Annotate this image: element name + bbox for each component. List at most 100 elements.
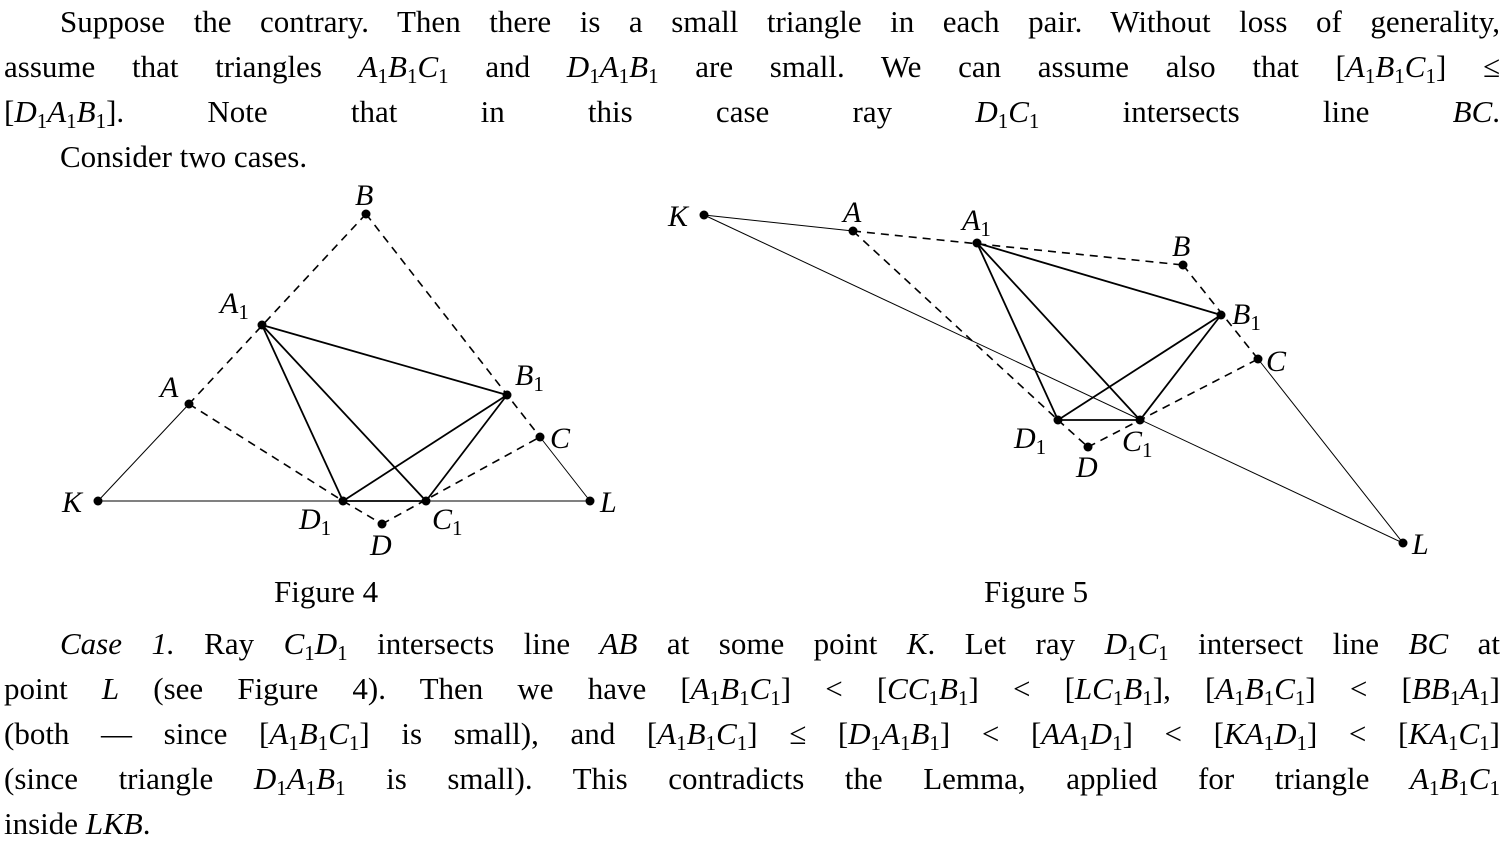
point-D1 <box>1053 415 1063 425</box>
math-expression: A1B1C1 <box>1345 49 1436 88</box>
text-line: point L (see Figure 4). Then we have [A1… <box>4 671 1500 710</box>
point-B1 <box>1216 310 1226 320</box>
segment-A1-D1 <box>261 324 344 502</box>
math-expression: BC <box>1452 94 1493 129</box>
point-label-D1: D1 <box>1013 422 1046 459</box>
text-line: inside LKB. <box>4 806 151 841</box>
point-label-C1: C1 <box>432 503 463 540</box>
point-label-A: A <box>158 371 179 404</box>
point-L <box>1398 538 1408 548</box>
point-K <box>93 496 103 506</box>
point-B1 <box>502 390 512 400</box>
point-C1 <box>421 496 431 506</box>
point-label-A1: A1 <box>218 287 249 324</box>
math-expression: BC <box>1408 626 1449 661</box>
point-C <box>535 432 545 442</box>
math-expression: C1D1 <box>283 626 348 665</box>
segment-A1-B1 <box>261 324 508 396</box>
point-label-K: K <box>667 200 690 233</box>
math-expression: KA1D1 <box>1223 716 1307 755</box>
segment-D1-D <box>342 500 383 525</box>
point-label-L: L <box>599 486 617 519</box>
point-C1 <box>1135 415 1145 425</box>
segment-A1-C1 <box>976 242 1141 421</box>
segment-A1-B1 <box>976 242 1222 316</box>
math-expression: A1B1C1 <box>269 716 360 755</box>
point-label-D: D <box>1075 451 1098 484</box>
text-line: Consider two cases. <box>60 139 308 174</box>
text-line: (both — since [A1B1C1] is small), and [A… <box>4 716 1500 755</box>
math-expression: A1B1C1 <box>1409 761 1501 800</box>
math-expression: CC1B1 <box>887 671 969 710</box>
math-expression: D1C1 <box>1104 626 1169 665</box>
segment-D-C <box>381 436 541 525</box>
figure-4-diagram: B A1A K D1 C1 L D CB1 <box>61 179 617 562</box>
math-expression: LKB <box>85 806 143 841</box>
math-expression: A1B1C1 <box>358 49 449 88</box>
segment-D1-D <box>1057 419 1089 448</box>
segment-K-A <box>703 214 854 232</box>
math-expression: A1B1C1 <box>657 716 748 755</box>
point-label-B: B <box>1172 230 1190 263</box>
point-label-L: L <box>1411 528 1429 561</box>
text-line: (since triangle D1A1B1 is small). This c… <box>4 761 1501 800</box>
point-D <box>377 519 387 529</box>
segment-B-C <box>365 213 541 438</box>
segment-C-L <box>539 436 591 502</box>
point-label-D1: D1 <box>298 503 331 540</box>
segment-A-B <box>852 230 1184 266</box>
point-B <box>1178 260 1188 270</box>
segment-A1-C1 <box>261 324 427 502</box>
point-label-C: C <box>550 422 571 455</box>
math-expression: K <box>906 626 928 661</box>
point-label-C1: C1 <box>1122 425 1153 462</box>
point-label-A1: A1 <box>960 204 991 241</box>
segment-D-C <box>1087 358 1259 448</box>
figure-5-caption: Figure 5 <box>984 574 1089 609</box>
segment-C-L <box>1257 358 1404 544</box>
case-heading: Case 1. <box>60 626 175 661</box>
point-D <box>1083 442 1093 452</box>
segment-B1-C1 <box>425 394 508 502</box>
math-expression: BB1A1 <box>1411 671 1490 710</box>
segment-K-A <box>97 403 190 502</box>
segment-A1-D1 <box>976 242 1059 421</box>
segment-A-D1 <box>852 230 1059 421</box>
math-expression: D1C1 <box>975 94 1040 133</box>
point-D1 <box>338 496 348 506</box>
point-C <box>1253 354 1263 364</box>
math-expression: LC1B1 <box>1074 671 1153 710</box>
math-expression: L <box>101 671 120 706</box>
segment-A-D1 <box>188 403 344 502</box>
point-label-B1: B1 <box>1232 298 1261 335</box>
point-B <box>361 209 371 219</box>
math-expression: A1B1C1 <box>1215 671 1306 710</box>
text-line: Suppose the contrary. Then there is a sm… <box>60 4 1500 39</box>
segment-B1-D1 <box>1057 314 1222 421</box>
math-expression: AA1D1 <box>1041 716 1123 755</box>
figure-4-caption: Figure 4 <box>274 574 379 609</box>
math-expression: KA1C1 <box>1408 716 1490 755</box>
point-label-C: C <box>1266 345 1287 378</box>
point-label-A: A <box>841 196 862 229</box>
math-expression: D1A1B1 <box>253 761 346 800</box>
segment-B1-C1 <box>1139 314 1222 421</box>
math-expression: D1A1B1 <box>14 94 107 133</box>
point-K <box>699 210 709 220</box>
text-line: assume that triangles A1B1C1 and D1A1B1 … <box>4 49 1500 88</box>
point-label-D: D <box>369 529 392 562</box>
text-line: [D1A1B1]. Note that in this case ray D1C… <box>4 94 1500 133</box>
point-A1 <box>972 238 982 248</box>
point-L <box>585 496 595 506</box>
point-label-B1: B1 <box>515 359 544 396</box>
math-expression: A1B1C1 <box>690 671 781 710</box>
segment-B-A <box>188 213 367 405</box>
segment-K-L <box>703 214 1404 544</box>
text-line: Case 1. Ray C1D1 intersects line AB at s… <box>60 626 1500 665</box>
point-label-B: B <box>355 179 373 212</box>
point-A <box>848 226 858 236</box>
math-expression: AB <box>599 626 638 661</box>
point-label-K: K <box>61 486 84 519</box>
point-A1 <box>257 320 267 330</box>
